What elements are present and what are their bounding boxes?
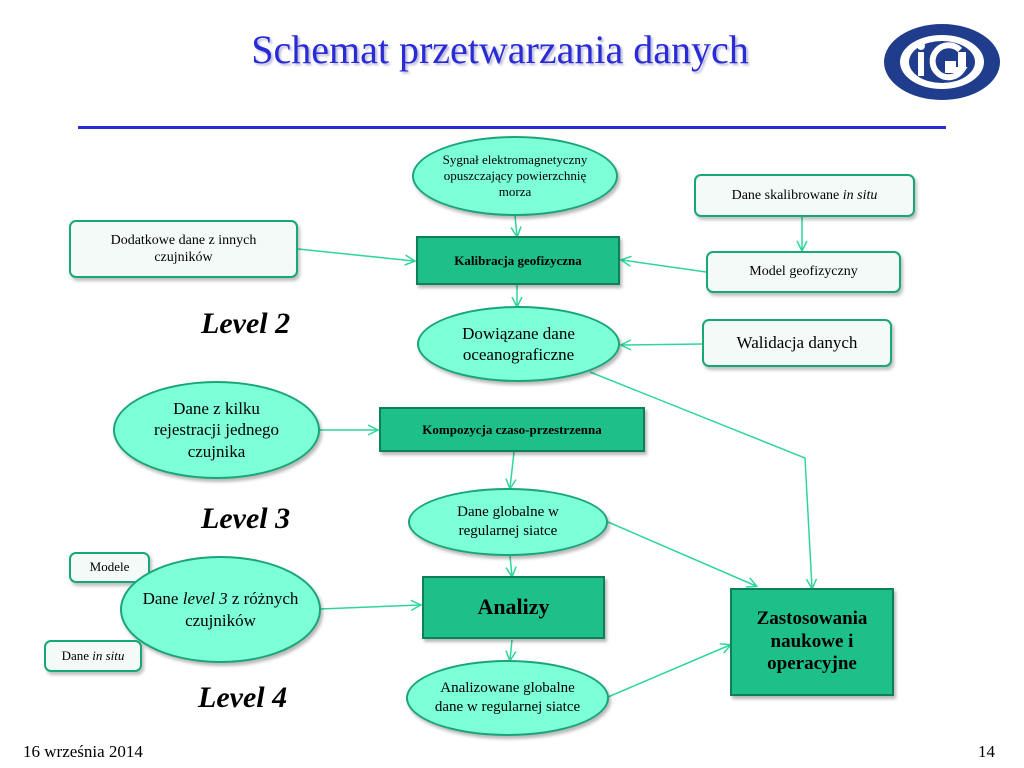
calibrated-italic: in situ xyxy=(842,187,878,203)
node-calibration-label: Kalibracja geofizyczna xyxy=(454,252,582,268)
edge-geomodel-calibration xyxy=(622,260,707,273)
node-validation: Walidacja danych xyxy=(702,319,892,367)
node-calibration: Kalibracja geofizyczna xyxy=(416,236,620,285)
node-applications: Zastosowania naukowe i operacyjne xyxy=(730,588,894,696)
node-linked-data-label: Dowiązane dane oceanograficzne xyxy=(462,323,575,364)
node-linked-data: Dowiązane dane oceanograficzne xyxy=(417,306,620,382)
level-2-label: Level 2 xyxy=(201,307,291,340)
node-calibrated-insitu: Dane skalibrowane in situ xyxy=(694,174,915,217)
node-additional-sensors-label: Dodatkowe dane z innych czujników xyxy=(110,232,257,266)
title-underline xyxy=(78,126,946,129)
node-level3-data: Dane level 3 z różnych czujników xyxy=(120,556,321,663)
level-3-label: Level 3 xyxy=(201,502,291,535)
level3-suffix: z różnych czujników xyxy=(185,589,303,630)
node-additional-sensors: Dodatkowe dane z innych czujników xyxy=(69,220,298,278)
calibrated-prefix: Dane skalibrowane xyxy=(731,187,843,203)
node-analyses: Analizy xyxy=(422,576,605,639)
node-insitu-data: Dane in situ xyxy=(44,640,142,672)
insitu-prefix: Dane xyxy=(61,647,93,663)
node-signal: Sygnał elektromagnetyczny opuszczający p… xyxy=(412,136,618,216)
node-multi-registration-label: Dane z kilku rejestracji jednego czujnik… xyxy=(153,399,280,461)
edge-signal-calibration xyxy=(515,215,517,236)
institute-logo xyxy=(882,22,1002,102)
slide-title: Schemat przetwarzania danych xyxy=(251,27,749,72)
node-global-grid-label: Dane globalne w regularnej siatce xyxy=(457,504,559,539)
node-multi-registration: Dane z kilku rejestracji jednego czujnik… xyxy=(113,381,320,479)
insitu-italic: in situ xyxy=(92,647,125,663)
level3-italic: level 3 xyxy=(182,589,228,609)
node-models-label: Modele xyxy=(89,559,130,575)
edge-analyses-analysed xyxy=(510,639,512,660)
edge-global-applications xyxy=(607,521,756,586)
node-global-grid: Dane globalne w regularnej siatce xyxy=(408,488,608,556)
node-signal-label: Sygnał elektromagnetyczny opuszczający p… xyxy=(442,151,588,200)
node-geomodel: Model geofizyczny xyxy=(706,251,901,293)
edge-global-analyses xyxy=(510,555,512,576)
level-4-label: Level 4 xyxy=(198,681,288,714)
edge-level3-analyses xyxy=(319,605,420,609)
edge-composition-global xyxy=(510,451,514,488)
node-applications-label: Zastosowania naukowe i operacyjne xyxy=(756,607,868,675)
node-calibrated-insitu-label: Dane skalibrowane in situ xyxy=(732,187,878,205)
node-insitu-data-label: Dane in situ xyxy=(62,648,125,664)
node-analyses-label: Analizy xyxy=(477,594,550,620)
node-composition-label: Kompozycja czaso-przestrzenna xyxy=(422,421,602,437)
node-composition: Kompozycja czaso-przestrzenna xyxy=(379,407,645,452)
edge-analysed-applications xyxy=(607,645,730,698)
level3-prefix: Dane xyxy=(142,589,183,609)
node-analysed-data: Analizowane globalne dane w regularnej s… xyxy=(406,660,609,736)
slide-page-number: 14 xyxy=(978,742,995,761)
node-models: Modele xyxy=(69,552,150,583)
edge-validation-linked xyxy=(622,344,703,345)
node-level3-data-label: Dane level 3 z różnych czujników xyxy=(140,588,301,631)
node-validation-label: Walidacja danych xyxy=(736,333,858,353)
node-geomodel-label: Model geofizyczny xyxy=(749,264,858,280)
slide-date: 16 września 2014 xyxy=(23,742,143,761)
edge-linked-applications xyxy=(589,371,812,588)
edge-additional-calibration xyxy=(297,248,414,261)
node-analysed-data-label: Analizowane globalne dane w regularnej s… xyxy=(434,680,581,715)
